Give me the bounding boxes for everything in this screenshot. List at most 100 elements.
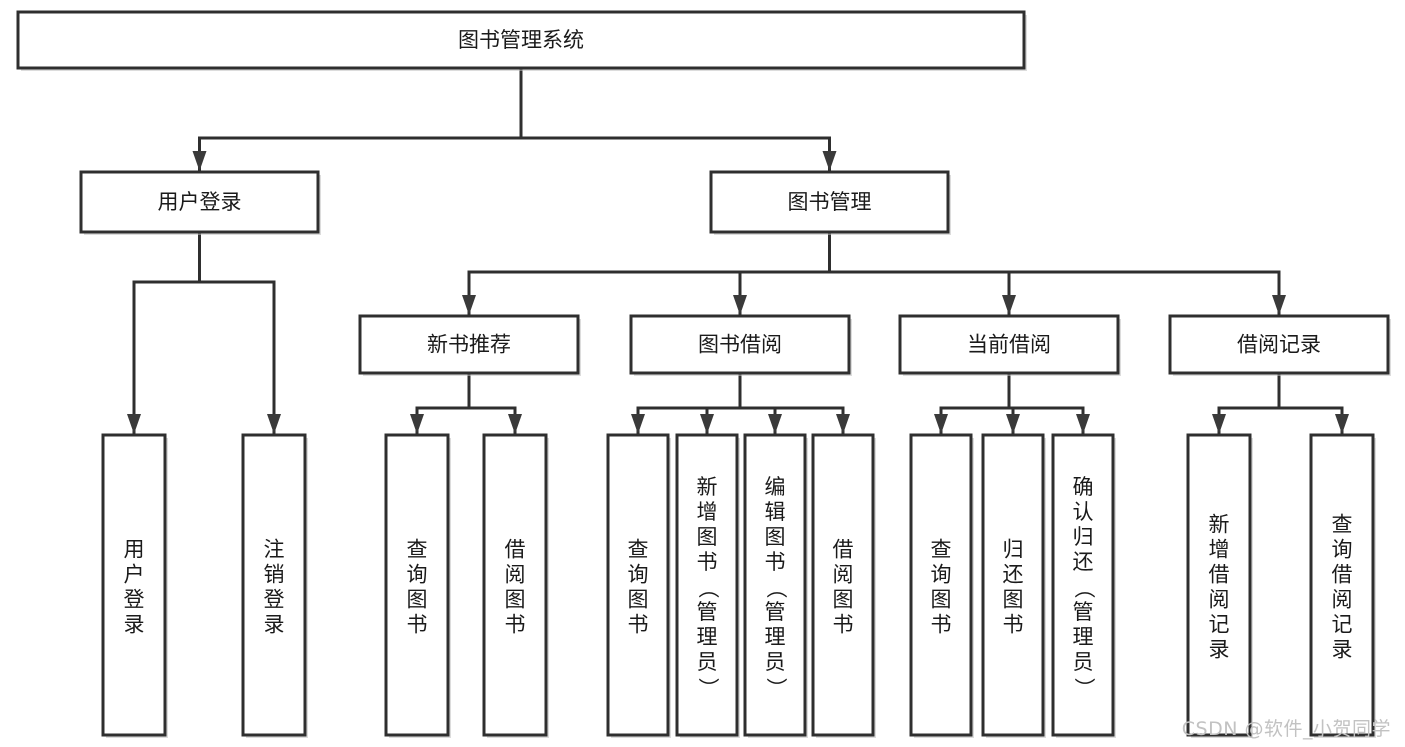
node-border (811, 433, 875, 737)
node-border (79, 170, 320, 234)
node-label-char: 图 (765, 525, 786, 549)
node-label-char: ） (764, 678, 788, 699)
arrow-head-icon (1335, 414, 1349, 434)
node-label-char: 确 (1073, 475, 1094, 499)
node-label-char: 书 (931, 613, 952, 637)
node-label: 图书管理 (788, 190, 872, 214)
node-label-char: 注 (264, 538, 285, 562)
node-level2-1[interactable]: 图书管理 (709, 170, 951, 235)
node-label-char: 阅 (1332, 588, 1353, 612)
node-label: 图书管理系统 (458, 28, 584, 52)
node-label-char: 图 (407, 588, 428, 612)
node-label: 借阅记录 (1237, 333, 1321, 357)
node-label-char: 用 (124, 538, 145, 562)
node-label-char: 编 (765, 475, 786, 499)
node-leaf-0[interactable]: 用户登录 (101, 433, 168, 738)
arrow-head-icon (508, 414, 522, 434)
node-label-char: 图 (697, 525, 718, 549)
arrow-head-icon (1006, 414, 1020, 434)
node-label-char: （ (764, 578, 788, 599)
arrow-head-icon (1002, 295, 1016, 315)
node-label-char: 借 (505, 538, 526, 562)
node-label-char: 询 (1332, 538, 1353, 562)
arrow-head-icon (1076, 414, 1090, 434)
node-label-char: 阅 (833, 563, 854, 587)
node-label-char: 录 (124, 613, 145, 637)
node-label-char: 查 (1332, 513, 1353, 537)
node-label-char: 图 (628, 588, 649, 612)
node-label: 用户登录 (158, 190, 242, 214)
node-label-char: 阅 (505, 563, 526, 587)
node-label-char: 图 (505, 588, 526, 612)
node-root-system[interactable]: 图书管理系统 (16, 10, 1027, 71)
arrow-head-icon (1212, 414, 1226, 434)
node-level3-2[interactable]: 当前借阅 (898, 314, 1121, 376)
node-label: 图书借阅 (698, 333, 782, 357)
arrow-head-icon (127, 414, 141, 434)
node-border (1309, 433, 1375, 737)
node-label-char: 借 (1209, 563, 1230, 587)
node-label-char: 理 (697, 625, 718, 649)
node-label-char: 员 (765, 650, 786, 674)
node-label-char: 管 (765, 600, 786, 624)
node-border (241, 433, 307, 737)
node-level3-0[interactable]: 新书推荐 (358, 314, 581, 376)
arrow-head-icon (462, 295, 476, 315)
node-label-char: 录 (264, 613, 285, 637)
node-border (1051, 433, 1115, 737)
node-level2-0[interactable]: 用户登录 (79, 170, 321, 235)
node-label-char: 销 (264, 563, 285, 587)
node-level3-1[interactable]: 图书借阅 (629, 314, 852, 376)
node-label-char: 录 (1209, 638, 1230, 662)
node-level3-3[interactable]: 借阅记录 (1168, 314, 1391, 376)
arrow-head-icon (768, 414, 782, 434)
arrow-head-icon (410, 414, 424, 434)
arrow-head-icon (934, 414, 948, 434)
node-label-char: 书 (407, 613, 428, 637)
node-label-char: 理 (765, 625, 786, 649)
arrow-head-icon (192, 151, 207, 171)
node-border (1168, 314, 1390, 375)
node-border (482, 433, 548, 737)
node-label-char: 询 (407, 563, 428, 587)
node-label-char: 新 (1209, 513, 1230, 537)
node-label-char: 书 (697, 550, 718, 574)
node-label-char: 询 (931, 563, 952, 587)
node-label: 新书推荐 (427, 333, 511, 357)
node-border (675, 433, 739, 737)
arrow-head-icon (631, 414, 645, 434)
node-border (909, 433, 973, 737)
connector-layer (127, 66, 1349, 436)
node-label-char: 登 (264, 588, 285, 612)
node-label-char: 询 (628, 563, 649, 587)
node-border (1186, 433, 1252, 737)
node-border (898, 314, 1120, 375)
node-label-char: （ (1072, 578, 1096, 599)
node-label-char: 记 (1209, 613, 1230, 637)
watermark-label: CSDN @软件_小贺同学 (1181, 718, 1391, 740)
node-label-char: 书 (1003, 613, 1024, 637)
arrow-head-icon (822, 151, 837, 171)
node-label-char: 管 (697, 600, 718, 624)
node-label-char: 借 (1332, 563, 1353, 587)
node-label-char: 书 (833, 613, 854, 637)
arrow-head-icon (267, 414, 281, 434)
node-label-char: 认 (1073, 500, 1094, 524)
node-label-char: 查 (931, 538, 952, 562)
node-label-char: 书 (765, 550, 786, 574)
node-label-char: 图 (1003, 588, 1024, 612)
